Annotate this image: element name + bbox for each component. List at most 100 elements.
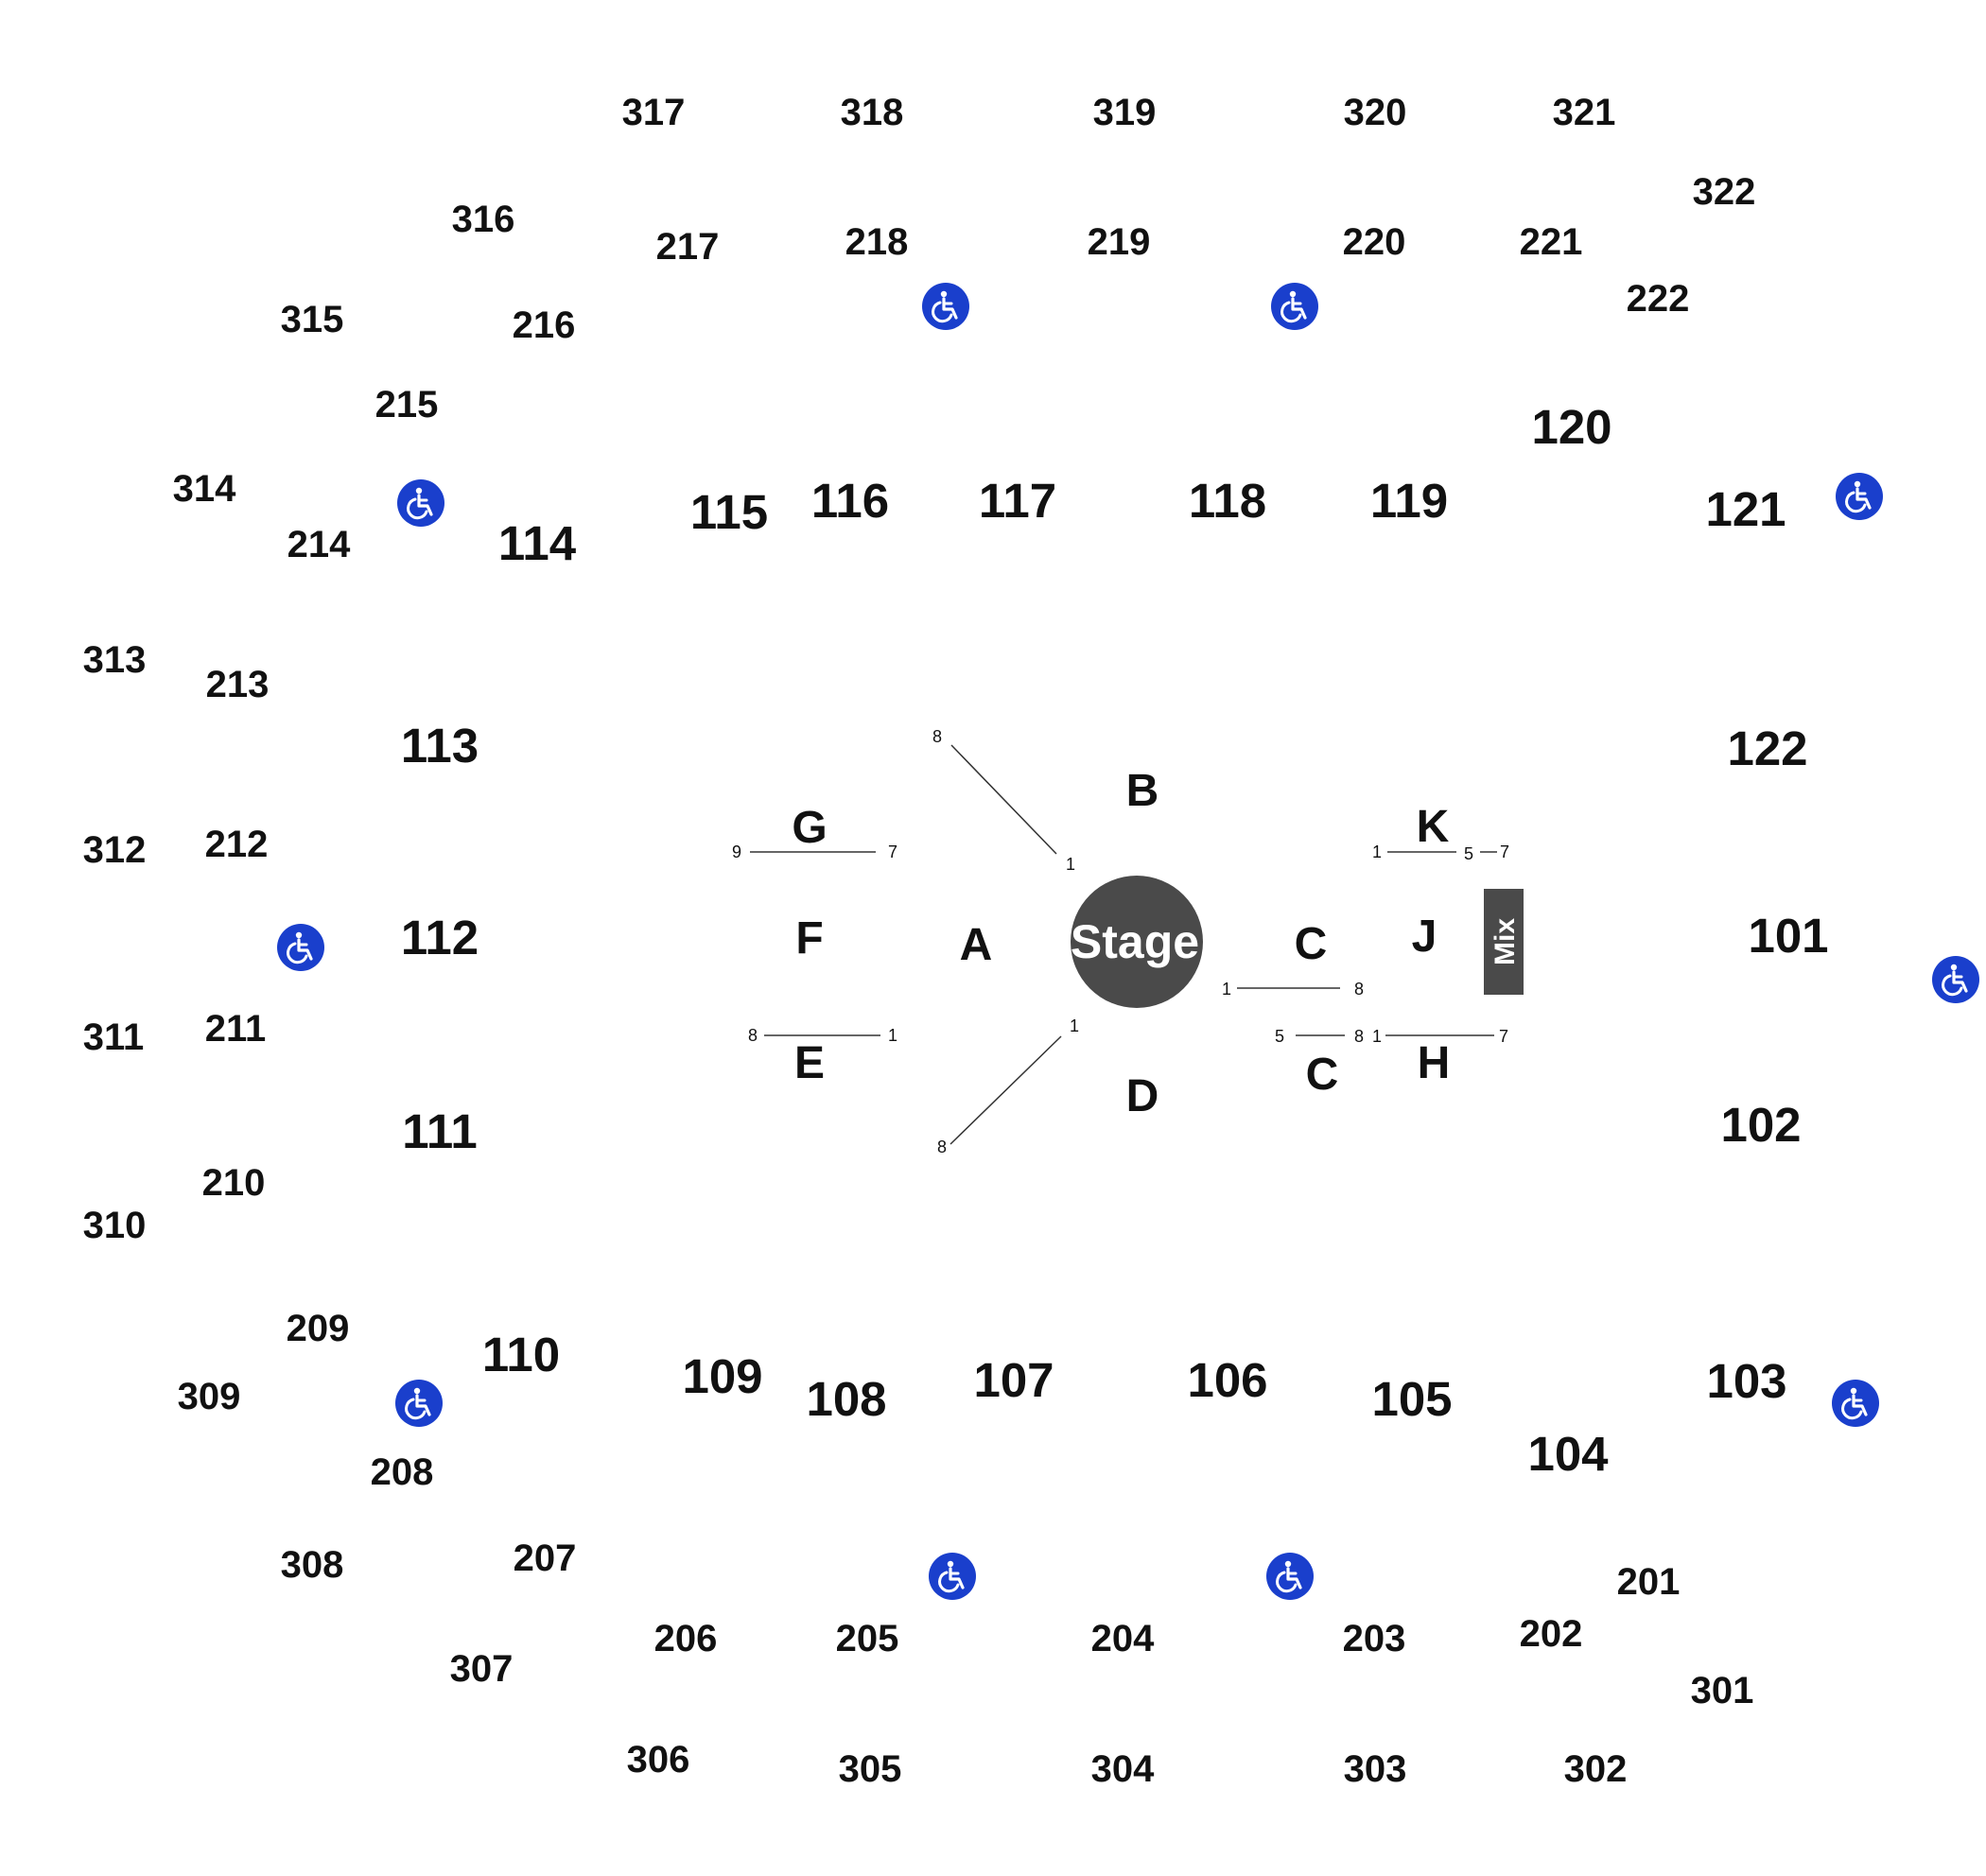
row-number: 1 xyxy=(1066,855,1075,874)
floor-section-f[interactable]: F xyxy=(795,913,823,964)
section-311[interactable]: 311 xyxy=(83,1016,145,1058)
section-219[interactable]: 219 xyxy=(1088,221,1151,263)
section-321[interactable]: 321 xyxy=(1553,92,1616,133)
section-212[interactable]: 212 xyxy=(205,824,269,865)
floor-section-j[interactable]: J xyxy=(1412,912,1437,962)
section-204[interactable]: 204 xyxy=(1091,1618,1155,1659)
floor-section-k[interactable]: K xyxy=(1417,802,1450,852)
section-214[interactable]: 214 xyxy=(287,524,351,565)
section-110[interactable]: 110 xyxy=(482,1328,560,1381)
section-316[interactable]: 316 xyxy=(452,199,515,240)
row-number: 5 xyxy=(1464,844,1473,863)
wheelchair-icon[interactable] xyxy=(1264,1551,1315,1602)
wheelchair-icon[interactable] xyxy=(1834,471,1885,522)
floor-section-c-upper[interactable]: C xyxy=(1295,919,1328,969)
section-312[interactable]: 312 xyxy=(83,829,147,871)
section-317[interactable]: 317 xyxy=(622,92,686,133)
section-104[interactable]: 104 xyxy=(1527,1427,1609,1481)
row-number: 1 xyxy=(1372,842,1382,861)
wheelchair-icon[interactable] xyxy=(275,922,326,973)
floor-section-e[interactable]: E xyxy=(794,1038,825,1088)
section-202[interactable]: 202 xyxy=(1520,1613,1583,1655)
section-322[interactable]: 322 xyxy=(1693,171,1756,213)
section-218[interactable]: 218 xyxy=(845,221,909,263)
section-203[interactable]: 203 xyxy=(1343,1618,1406,1659)
section-116[interactable]: 116 xyxy=(811,474,889,528)
section-113[interactable]: 113 xyxy=(401,719,479,773)
floor-section-d[interactable]: D xyxy=(1126,1071,1159,1121)
section-217[interactable]: 217 xyxy=(656,226,720,268)
wheelchair-icon[interactable] xyxy=(927,1551,978,1602)
wheelchair-icon[interactable] xyxy=(1930,954,1981,1005)
wheelchair-icon[interactable] xyxy=(395,478,446,529)
section-307[interactable]: 307 xyxy=(450,1648,514,1690)
section-315[interactable]: 315 xyxy=(281,299,344,340)
section-112[interactable]: 112 xyxy=(401,911,479,964)
section-122[interactable]: 122 xyxy=(1727,721,1807,775)
wheelchair-icon[interactable] xyxy=(1269,281,1320,332)
mix-position[interactable]: Mix xyxy=(1484,889,1524,995)
floor-section-h[interactable]: H xyxy=(1418,1038,1451,1088)
section-303[interactable]: 303 xyxy=(1344,1748,1407,1790)
section-306[interactable]: 306 xyxy=(627,1739,690,1780)
section-118[interactable]: 118 xyxy=(1189,474,1266,528)
stage-shape xyxy=(1071,876,1203,1008)
floor-section-g[interactable]: G xyxy=(792,803,827,853)
section-114[interactable]: 114 xyxy=(498,516,577,570)
wheelchair-icon[interactable] xyxy=(393,1378,444,1429)
section-111[interactable]: 111 xyxy=(402,1104,477,1158)
section-216[interactable]: 216 xyxy=(513,304,576,346)
floor-section-a[interactable]: A xyxy=(960,920,993,970)
section-318[interactable]: 318 xyxy=(841,92,904,133)
section-221[interactable]: 221 xyxy=(1520,221,1583,263)
section-302[interactable]: 302 xyxy=(1564,1748,1628,1790)
section-119[interactable]: 119 xyxy=(1370,474,1448,528)
wheelchair-icon[interactable] xyxy=(1830,1378,1881,1429)
section-102[interactable]: 102 xyxy=(1720,1098,1801,1152)
section-106[interactable]: 106 xyxy=(1187,1353,1267,1407)
section-105[interactable]: 105 xyxy=(1371,1372,1452,1426)
section-207[interactable]: 207 xyxy=(514,1537,577,1579)
section-304[interactable]: 304 xyxy=(1091,1748,1155,1790)
section-109[interactable]: 109 xyxy=(682,1349,762,1403)
section-101[interactable]: 101 xyxy=(1748,909,1828,963)
section-213[interactable]: 213 xyxy=(206,664,270,705)
row-number: 8 xyxy=(937,1138,947,1156)
section-319[interactable]: 319 xyxy=(1093,92,1157,133)
stage[interactable]: Stage xyxy=(1071,876,1203,1008)
section-320[interactable]: 320 xyxy=(1344,92,1407,133)
section-208[interactable]: 208 xyxy=(371,1451,434,1493)
section-209[interactable]: 209 xyxy=(287,1308,350,1349)
row-number: 8 xyxy=(932,727,942,746)
section-310[interactable]: 310 xyxy=(83,1205,147,1246)
floor-section-c-lower[interactable]: C xyxy=(1306,1050,1339,1100)
section-103[interactable]: 103 xyxy=(1706,1354,1786,1408)
section-309[interactable]: 309 xyxy=(178,1376,241,1417)
floor-section-b[interactable]: B xyxy=(1126,766,1159,816)
mix-shape xyxy=(1484,889,1524,995)
section-120[interactable]: 120 xyxy=(1531,400,1611,454)
row-number: 5 xyxy=(1275,1027,1284,1046)
section-121[interactable]: 121 xyxy=(1705,482,1786,536)
section-222[interactable]: 222 xyxy=(1627,278,1690,320)
section-201[interactable]: 201 xyxy=(1617,1561,1681,1603)
section-206[interactable]: 206 xyxy=(654,1618,718,1659)
section-108[interactable]: 108 xyxy=(806,1372,886,1426)
section-210[interactable]: 210 xyxy=(202,1162,266,1204)
section-220[interactable]: 220 xyxy=(1343,221,1406,263)
section-117[interactable]: 117 xyxy=(979,474,1056,528)
section-305[interactable]: 305 xyxy=(839,1748,902,1790)
section-115[interactable]: 115 xyxy=(690,485,768,539)
section-314[interactable]: 314 xyxy=(173,468,236,510)
section-107[interactable]: 107 xyxy=(973,1353,1054,1407)
row-number: 1 xyxy=(1372,1027,1382,1046)
row-number: 1 xyxy=(1222,980,1231,999)
section-215[interactable]: 215 xyxy=(375,384,439,426)
row-line-a-top xyxy=(950,744,1057,855)
section-313[interactable]: 313 xyxy=(83,639,147,681)
section-211[interactable]: 211 xyxy=(205,1008,267,1050)
section-308[interactable]: 308 xyxy=(281,1544,344,1586)
wheelchair-icon[interactable] xyxy=(920,281,971,332)
section-205[interactable]: 205 xyxy=(836,1618,899,1659)
section-301[interactable]: 301 xyxy=(1691,1670,1754,1711)
